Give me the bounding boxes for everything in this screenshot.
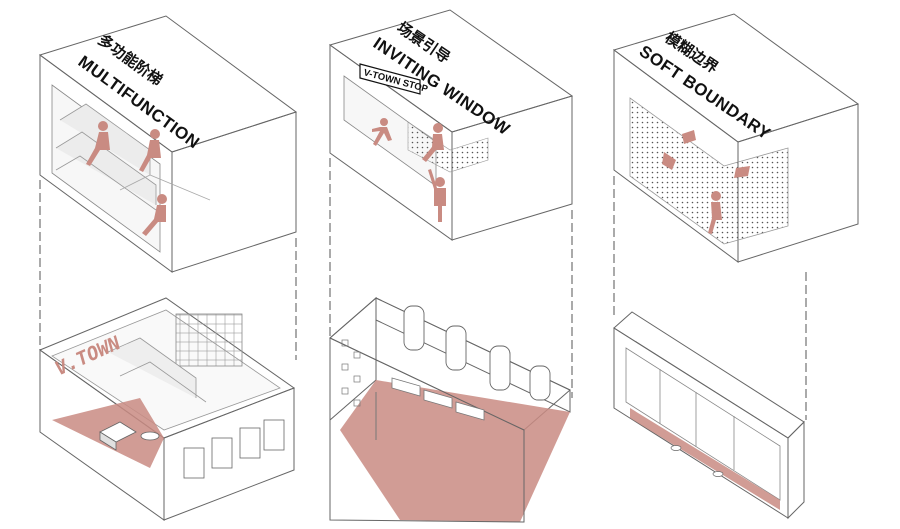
panel-soft-boundary: 模糊边界 SOFT BOUNDARY [612,13,860,520]
round-table [140,431,160,441]
shop-front [183,419,285,479]
room-plan-inviting-window [329,296,571,523]
upper-block-soft-boundary: 模糊边界 SOFT BOUNDARY [612,13,860,263]
sitting-figure [708,191,722,234]
shelf-grid [175,313,243,367]
room-plan-soft-boundary [613,311,805,520]
room-plan-multifunction: V.TOWN [38,297,296,521]
waving-figure [428,169,446,222]
upper-block-multifunction: 多功能阶梯 MULTIFUNCTION [38,15,298,273]
table [99,421,137,451]
bench-row [391,377,485,421]
upper-block-inviting-window: V-TOWN STOP 场景引导 INVITING WINDOW [328,9,574,241]
seated-figure [86,121,110,166]
seated-figure [139,129,161,172]
running-figure [372,118,392,146]
wall-icon-column [341,339,361,407]
sitting-figure [142,194,167,236]
seated-figure [422,123,444,162]
panel-multifunction: 多功能阶梯 MULTIFUNCTION V.TOWN [38,15,298,521]
arched-window [403,305,551,401]
panel-inviting-window: V-TOWN STOP 场景引导 INVITING WINDOW [328,9,574,523]
